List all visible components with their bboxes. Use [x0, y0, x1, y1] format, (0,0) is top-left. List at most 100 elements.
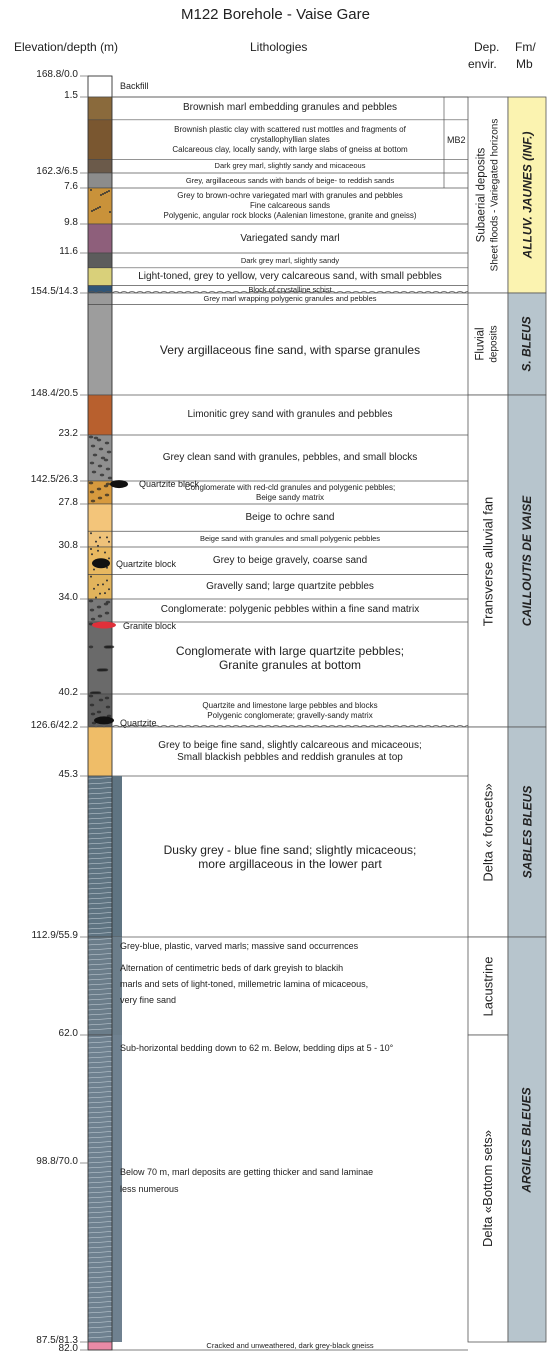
lamina-mark	[87, 1256, 113, 1259]
lamina-mark	[87, 907, 113, 910]
layer-fill	[87, 621, 113, 695]
env-transverse-label: Transverse alluvial fan	[480, 496, 496, 626]
pebble-mark	[91, 721, 97, 725]
unit-label: Light-toned, grey to yellow, very calcar…	[138, 270, 442, 282]
depth-label: 7.6	[64, 181, 78, 192]
lamina-mark	[87, 1086, 113, 1089]
lamina-mark	[87, 1161, 113, 1164]
depth-label: 23.2	[58, 428, 78, 439]
granule-mark	[90, 575, 92, 578]
lamina-mark	[87, 1018, 113, 1021]
layer-fill	[87, 1034, 113, 1343]
lamina-mark	[87, 882, 113, 885]
lamina-mark	[87, 948, 113, 951]
unit-label: Grey, argillaceous sands with bands of b…	[185, 175, 395, 185]
fm-s-bleus	[507, 292, 547, 396]
header-mb: Mb	[516, 57, 533, 71]
layer-notch	[112, 1035, 122, 1342]
fm-argiles-bleues-label: ARGILES BLEUES	[520, 1086, 535, 1193]
layer-fill	[87, 96, 113, 121]
granule-mark	[97, 207, 99, 209]
lamina-mark	[87, 943, 113, 946]
lamina-mark	[87, 847, 113, 850]
pebble-mark	[100, 456, 106, 460]
unit-label: Cracked and unweathered, dark grey-black…	[206, 1341, 374, 1351]
fm-cailloutis	[507, 394, 547, 728]
layer-limonitic-sand	[87, 394, 468, 436]
lamina-mark	[87, 1071, 113, 1074]
granule-mark	[108, 190, 110, 192]
depth-label: 1.5	[64, 90, 78, 101]
pebble-mark	[105, 467, 111, 471]
layer-fill	[87, 936, 113, 1036]
pebble-mark	[97, 614, 103, 618]
unit-label: crystallophyllian slates	[250, 134, 330, 144]
lamina-mark	[87, 1046, 113, 1049]
pebble-mark	[104, 493, 110, 497]
pebble-mark	[105, 600, 111, 604]
env-delta-foresets-label: Delta « foresets»	[480, 782, 496, 882]
lamina-mark	[87, 1076, 113, 1079]
granule-mark	[104, 192, 106, 194]
granule-mark	[99, 536, 101, 539]
lamina-mark	[87, 827, 113, 830]
granule-mark	[90, 548, 92, 550]
depth-label: 82.0	[58, 1343, 78, 1354]
unit-label: Grey to beige fine sand, slightly calcar…	[158, 739, 422, 751]
pebble-mark	[104, 441, 110, 445]
unit-label: Quartzite and limestone large pebbles an…	[202, 700, 378, 710]
pebble-mark	[90, 617, 96, 621]
lamina-mark	[87, 797, 113, 800]
lamina-mark	[87, 782, 113, 785]
depth-label: 112.9/55.9	[31, 930, 78, 941]
layer-marl-sand-alternation	[87, 1034, 122, 1343]
granule-mark	[100, 194, 102, 196]
pebble-mark	[103, 484, 109, 488]
fm-alluv-jaunes	[507, 96, 547, 294]
layer-gravelly-sand	[87, 574, 468, 600]
lamina-mark	[87, 978, 113, 981]
layer-fill	[87, 267, 113, 286]
pebble-mark	[88, 435, 94, 439]
pebble-mark	[88, 645, 94, 649]
depth-label: 9.8	[64, 217, 78, 228]
layer-variegated-sandy-marl	[87, 223, 468, 254]
lamina-mark	[87, 932, 113, 935]
layer-fill	[87, 252, 113, 269]
fm-argiles-bleues	[507, 936, 547, 1343]
env-subaerial	[467, 96, 509, 294]
depth-label: 162.3/6.5	[36, 166, 78, 177]
lamina-mark	[87, 998, 113, 1001]
pebble-mark	[105, 705, 111, 709]
pebble-mark	[96, 691, 102, 695]
unit-label: Dusky grey - blue fine sand; slightly mi…	[163, 842, 417, 857]
granule-mark	[90, 189, 92, 191]
unit-label: more argillaceous in the lower part	[198, 856, 382, 871]
lamina-mark	[87, 1096, 113, 1099]
env-lacustrine-label: Lacustrine	[480, 956, 496, 1016]
layer-fill	[87, 503, 113, 532]
unconformity-line	[87, 725, 513, 728]
lamina-mark	[87, 1306, 113, 1309]
pebble-mark	[97, 464, 103, 468]
depth-label: 148.4/20.5	[30, 388, 78, 399]
pebble-mark	[107, 476, 113, 480]
lamina-mark	[87, 892, 113, 895]
env-transverse	[467, 394, 509, 728]
unit-label: Block of crystalline schist	[248, 284, 332, 294]
granule-mark	[102, 583, 104, 586]
depth-label: 45.3	[58, 769, 78, 780]
lamina-mark	[87, 817, 113, 820]
lamina-mark	[87, 958, 113, 961]
lamina-mark	[87, 1226, 113, 1229]
header-dep: Dep.	[474, 40, 500, 54]
lamina-mark	[87, 792, 113, 795]
unit-label: Polygenic conglomerate; gravelly-sandy m…	[207, 710, 373, 720]
lamina-mark	[87, 1041, 113, 1044]
fm-alluv-jaunes-label: ALLUV. JAUNES (INF.)	[520, 131, 534, 259]
lamina-mark	[87, 1246, 113, 1249]
depth-label: 142.5/26.3	[30, 474, 78, 485]
header-envir: envir.	[468, 57, 497, 71]
